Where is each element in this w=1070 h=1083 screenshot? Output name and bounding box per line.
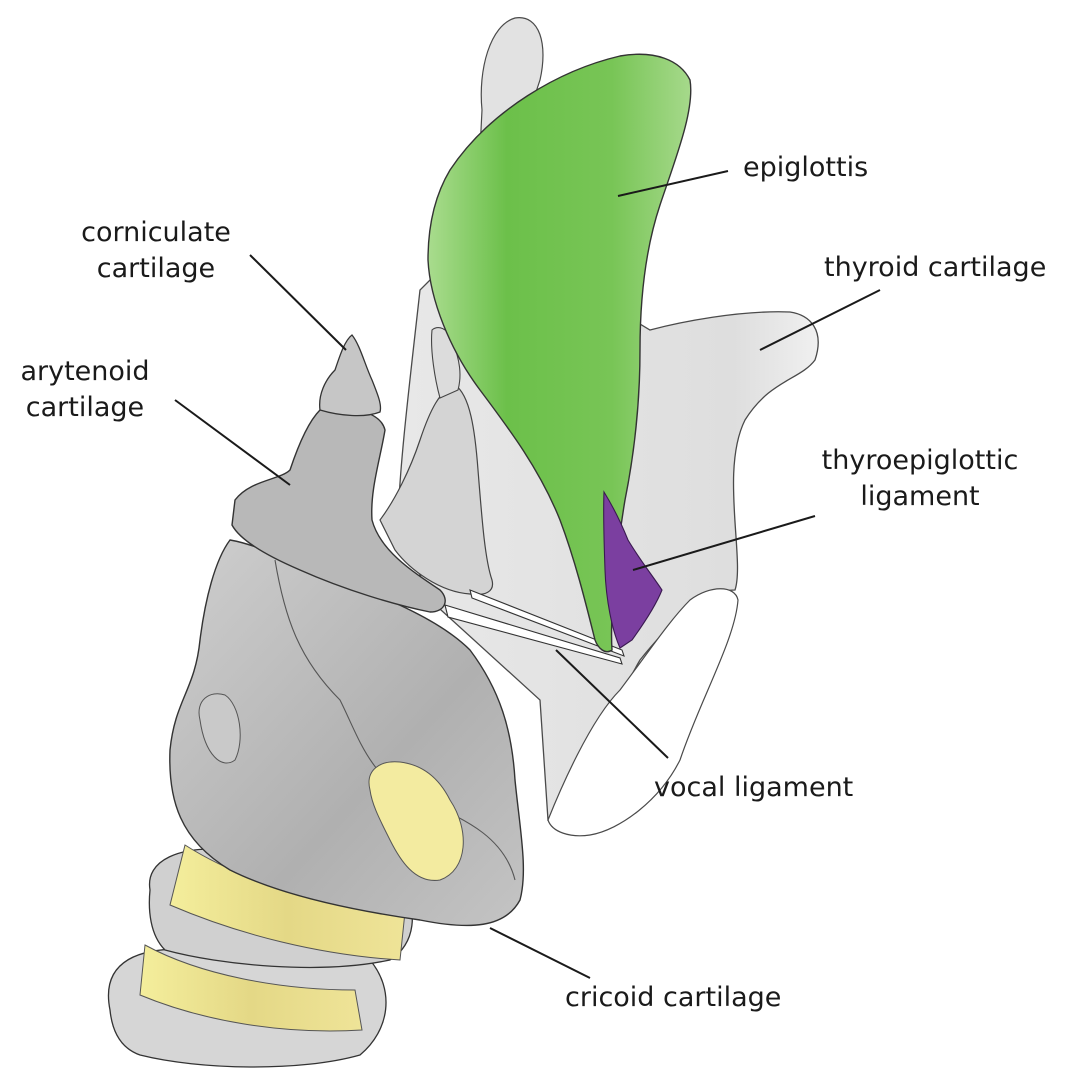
label-epiglottis-text: epiglottis bbox=[743, 150, 868, 186]
label-arytenoid-line2: cartilage bbox=[10, 390, 160, 426]
label-thyroepiglottic-ligament: thyroepiglottic ligament bbox=[805, 443, 1035, 515]
label-arytenoid-cartilage: arytenoid cartilage bbox=[10, 354, 160, 426]
label-corniculate-line1: corniculate bbox=[70, 215, 242, 251]
label-thyroid-text: thyroid cartilage bbox=[824, 250, 1046, 286]
label-vocal-text: vocal ligament bbox=[654, 770, 853, 806]
label-cricoid-cartilage: cricoid cartilage bbox=[565, 980, 781, 1016]
label-cricoid-text: cricoid cartilage bbox=[565, 980, 781, 1016]
label-thyroid-cartilage: thyroid cartilage bbox=[824, 250, 1046, 286]
corniculate-cartilage-shape bbox=[320, 335, 381, 416]
label-epiglottis: epiglottis bbox=[743, 150, 868, 186]
label-arytenoid-line1: arytenoid bbox=[10, 354, 160, 390]
leader-line-corniculate bbox=[250, 255, 346, 350]
label-corniculate-line2: cartilage bbox=[70, 251, 242, 287]
label-thyroepiglottic-line2: ligament bbox=[805, 479, 1035, 515]
label-vocal-ligament: vocal ligament bbox=[654, 770, 853, 806]
label-thyroepiglottic-line1: thyroepiglottic bbox=[805, 443, 1035, 479]
leader-line-cricoid bbox=[490, 928, 590, 978]
leader-line-arytenoid bbox=[175, 400, 290, 485]
label-corniculate-cartilage: corniculate cartilage bbox=[70, 215, 242, 287]
